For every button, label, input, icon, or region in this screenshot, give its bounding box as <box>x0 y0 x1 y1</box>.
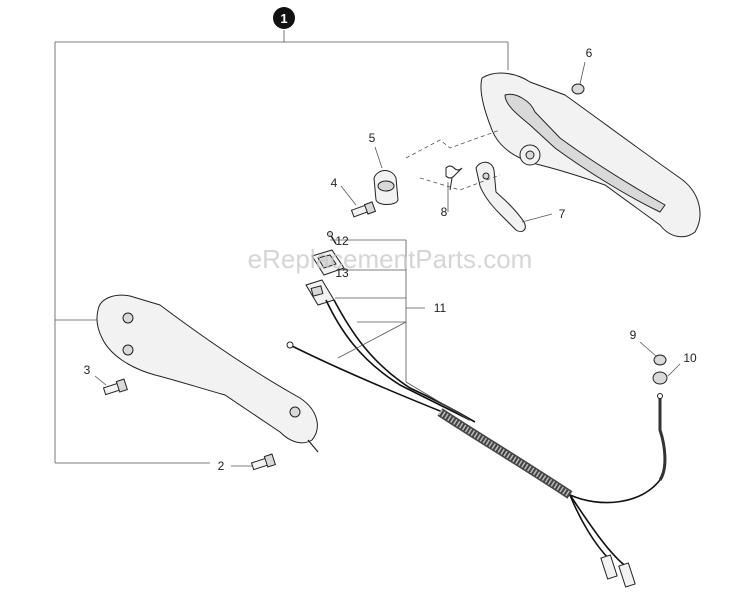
callout-5: 5 <box>369 131 376 145</box>
callout-1: 1 <box>280 11 287 26</box>
upper-handle-half <box>480 72 701 238</box>
clamp-bolt <box>350 201 377 218</box>
throttle-cable-end <box>657 393 667 481</box>
lower-handle-half <box>96 294 319 453</box>
nut-9 <box>653 354 667 366</box>
callout-3: 3 <box>84 363 91 377</box>
throttle-spring <box>445 165 463 191</box>
callout-11: 11 <box>434 301 447 315</box>
alignment-lines <box>405 129 501 191</box>
callout-13: 13 <box>335 266 349 280</box>
callout-8: 8 <box>441 205 448 219</box>
wire-harness <box>286 279 661 588</box>
leader-lines <box>94 61 681 467</box>
screw-2 <box>250 453 276 471</box>
callout-4: 4 <box>331 176 338 190</box>
throttle-trigger <box>475 161 526 233</box>
callout-2: 2 <box>218 459 225 473</box>
screw-3 <box>102 378 128 396</box>
stop-switch <box>311 249 345 276</box>
nut-10 <box>652 371 668 385</box>
callout-9: 9 <box>630 328 637 342</box>
callout-12: 12 <box>335 234 349 248</box>
callout-6: 6 <box>586 46 593 60</box>
watermark: eReplacementParts.com <box>248 244 533 274</box>
handle-clamp <box>373 170 399 205</box>
assembly-callout-badge <box>273 7 295 29</box>
callout-7: 7 <box>559 207 566 221</box>
callout-10: 10 <box>683 351 697 365</box>
assembly-bracket <box>54 30 509 464</box>
switch-screw <box>327 231 337 245</box>
cap-nut-6 <box>571 83 585 95</box>
